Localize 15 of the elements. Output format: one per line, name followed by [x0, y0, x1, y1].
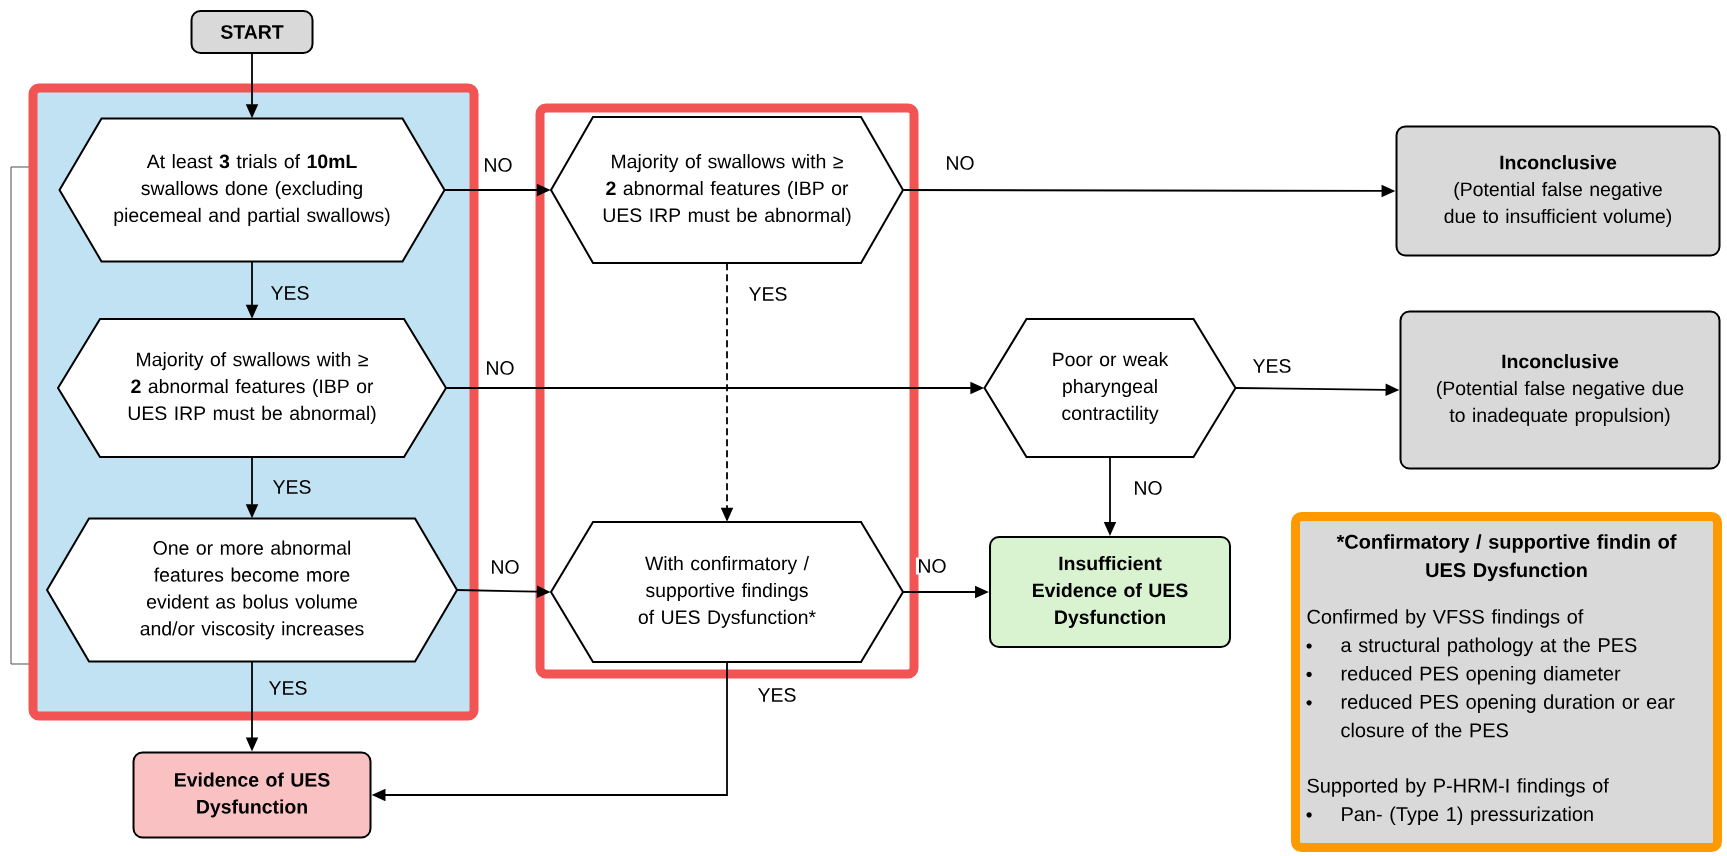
edge-label: YES: [1251, 357, 1293, 375]
edge-label: NO: [915, 557, 949, 575]
outcome-box: Inconclusive (Potential false negative due to inadequate propulsion): [1399, 310, 1721, 470]
edge-label: YES: [756, 686, 798, 704]
outcome-box: Evidence of UES Dysfunction: [132, 751, 372, 839]
edge-label: NO: [483, 359, 517, 377]
edge-label: NO: [481, 156, 515, 174]
outcome-box: Inconclusive (Potential false negative due to insufficient volume): [1395, 125, 1721, 257]
decision-hexagon: Poor or weak pharyngeal contractility: [983, 318, 1237, 458]
edge-label: NO: [943, 154, 977, 172]
note-panel: *Confirmatory / supportive findin of UES Dysfunction Confirmed by VFSS findings of a structural pathology at the PES reduced PES opening diameter reduced PES opening duration or ear closure of the PES Supported by P-HRM-I findings of Pan- (Type 1) pressurization: [1291, 512, 1722, 852]
edge-label: NO: [488, 558, 522, 576]
outcome-box: Insufficient Evidence of UES Dysfunction: [989, 536, 1231, 648]
outcome-box: START: [190, 10, 314, 54]
edge-label: NO: [1131, 479, 1165, 497]
